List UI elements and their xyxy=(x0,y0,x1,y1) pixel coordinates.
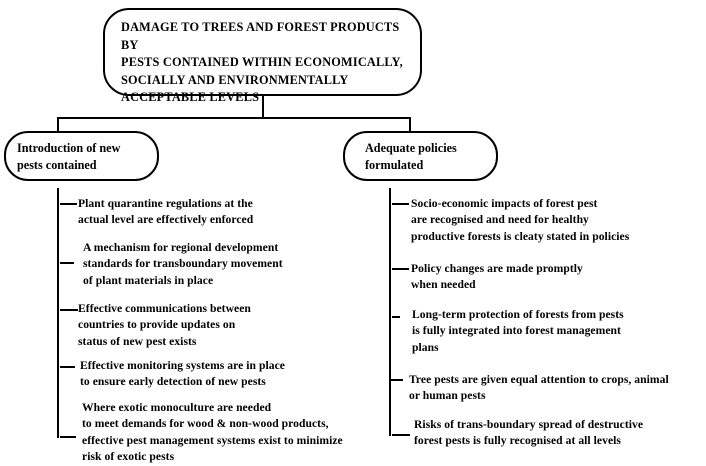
list-item-label: Risks of trans-boundary spread of destru… xyxy=(414,418,644,448)
list-item-label: Long-term protection of forests from pes… xyxy=(412,308,624,354)
branch-node-introduction-of-new-pests-contained: Introduction of new pests contained xyxy=(4,131,159,181)
list-item-label: Effective communications between countri… xyxy=(78,302,251,348)
list-item-tick xyxy=(60,436,76,438)
goal-node-label: DAMAGE TO TREES AND FOREST PRODUCTS BY P… xyxy=(121,20,403,104)
branch-node-adequate-policies-formulated: Adequate policies formulated xyxy=(343,131,498,181)
list-item-label: Where exotic monoculture are needed to m… xyxy=(82,401,343,464)
spine-left xyxy=(57,188,59,438)
list-item-tick xyxy=(60,203,77,205)
list-item: Effective communications between countri… xyxy=(78,301,251,350)
list-item-label: Plant quarantine regulations at the actu… xyxy=(78,197,254,227)
list-item: Risks of trans-boundary spread of destru… xyxy=(414,417,643,450)
list-item-label: Policy changes are made promptly when ne… xyxy=(411,262,583,292)
list-item-label: Socio-economic impacts of forest pest ar… xyxy=(411,197,630,243)
list-item: Policy changes are made promptly when ne… xyxy=(411,261,583,294)
list-item-tick xyxy=(392,203,409,205)
connector-trunk xyxy=(262,96,264,118)
list-item-tick xyxy=(60,366,75,368)
list-item-tick xyxy=(60,309,78,311)
list-item-tick xyxy=(392,316,400,318)
list-item: Tree pests are given equal attention to … xyxy=(409,372,669,405)
list-item: Long-term protection of forests from pes… xyxy=(412,307,624,356)
list-item-tick xyxy=(392,268,409,270)
list-item-tick xyxy=(60,262,74,264)
connector-crossbar xyxy=(57,117,411,119)
list-item: Socio-economic impacts of forest pest ar… xyxy=(411,196,629,245)
branch-node-label: Introduction of new pests contained xyxy=(17,141,121,172)
list-item: Effective monitoring systems are in plac… xyxy=(80,358,285,391)
list-item-label: A mechanism for regional development sta… xyxy=(83,241,283,287)
list-item-label: Tree pests are given equal attention to … xyxy=(409,373,669,403)
connector-drop-right xyxy=(409,117,411,142)
list-item-label: Effective monitoring systems are in plac… xyxy=(80,359,286,389)
branch-node-label: Adequate policies formulated xyxy=(365,141,457,172)
list-item: Where exotic monoculture are needed to m… xyxy=(82,400,343,466)
list-item: A mechanism for regional development sta… xyxy=(83,240,283,289)
list-item-tick xyxy=(392,434,410,436)
list-item: Plant quarantine regulations at the actu… xyxy=(78,196,253,229)
goal-node: DAMAGE TO TREES AND FOREST PRODUCTS BY P… xyxy=(103,8,422,104)
spine-right xyxy=(389,188,391,436)
list-item-tick xyxy=(391,379,403,381)
connector-drop-left xyxy=(57,117,59,142)
